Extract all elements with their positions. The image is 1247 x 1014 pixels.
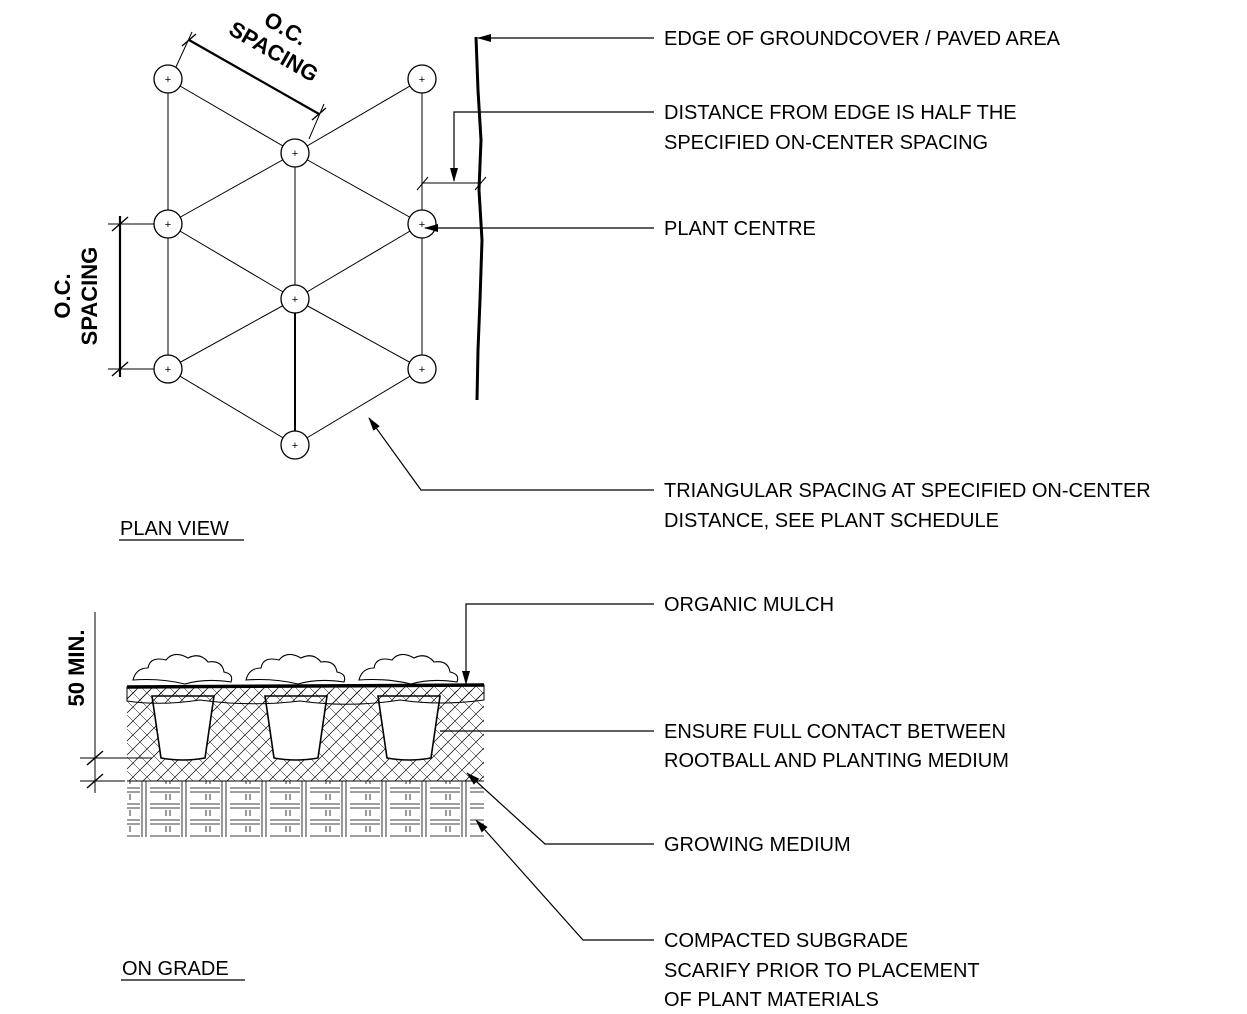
callout-mulch: ORGANIC MULCH (664, 594, 834, 616)
plant-circle: + (407, 209, 437, 239)
plant-centre-mark: + (292, 294, 298, 306)
groundcover-edge-line (474, 36, 484, 401)
callout-triangular-line1: TRIANGULAR SPACING AT SPECIFIED ON-CENTE… (664, 480, 1151, 502)
callout-subgrade-line1: COMPACTED SUBGRADE (664, 930, 908, 952)
rootballs (151, 695, 441, 761)
callout-distance-line2: SPECIFIED ON-CENTER SPACING (664, 132, 988, 154)
callout-subgrade-line2: SCARIFY PRIOR TO PLACEMENT (664, 960, 980, 982)
subgrade-layer (127, 781, 484, 837)
rootball (264, 695, 328, 761)
plant-circle: + (407, 64, 437, 94)
callout-distance-line1: DISTANCE FROM EDGE IS HALF THE (664, 102, 1017, 124)
plant-centre-mark: + (165, 219, 171, 231)
depth-dimension (80, 612, 152, 793)
foliage (358, 653, 459, 685)
on-grade-title: ON GRADE (122, 958, 229, 980)
callout-triangular-line2: DISTANCE, SEE PLANT SCHEDULE (664, 510, 999, 532)
foliage (132, 653, 233, 685)
plant-circle: + (280, 284, 310, 314)
plant-centre-mark: + (292, 148, 298, 160)
leader-lines (368, 34, 654, 941)
plant-centre-mark: + (292, 440, 298, 452)
oc-spacing-label-side-line1: O.C. (50, 273, 75, 318)
rootball (377, 695, 441, 761)
plant-centre-mark: + (165, 364, 171, 376)
plant-circle: + (407, 354, 437, 384)
oc-spacing-dimension-side (108, 216, 154, 377)
plant-centre-mark: + (165, 74, 171, 86)
callout-plant-centre: PLANT CENTRE (664, 218, 816, 240)
plant-centre-mark: + (419, 364, 425, 376)
rootball (151, 695, 215, 761)
mulch-layer (126, 683, 485, 705)
callout-edge: EDGE OF GROUNDCOVER / PAVED AREA (664, 28, 1061, 50)
plant-circle: + (153, 64, 183, 94)
plant-centre-mark: + (419, 74, 425, 86)
oc-spacing-dimension-top (175, 31, 327, 140)
callout-growing: GROWING MEDIUM (664, 834, 851, 856)
depth-label: 50 MIN. (64, 629, 89, 706)
plan-view-title: PLAN VIEW (120, 518, 229, 540)
half-spacing-dimension (416, 176, 487, 191)
plant-circle: + (280, 138, 310, 168)
triangular-grid (167, 78, 423, 446)
plant-centre-mark: + (419, 219, 425, 231)
callout-contact-line1: ENSURE FULL CONTACT BETWEEN (664, 721, 1006, 743)
plant-circle: + (153, 209, 183, 239)
plant-circle: + (153, 354, 183, 384)
foliage (245, 653, 346, 685)
callout-contact-line2: ROOTBALL AND PLANTING MEDIUM (664, 750, 1009, 772)
plant-circle: + (280, 430, 310, 460)
groundcover-plants (132, 653, 459, 685)
callout-subgrade-line3: OF PLANT MATERIALS (664, 989, 879, 1011)
oc-spacing-label-side-line2: SPACING (77, 247, 102, 346)
